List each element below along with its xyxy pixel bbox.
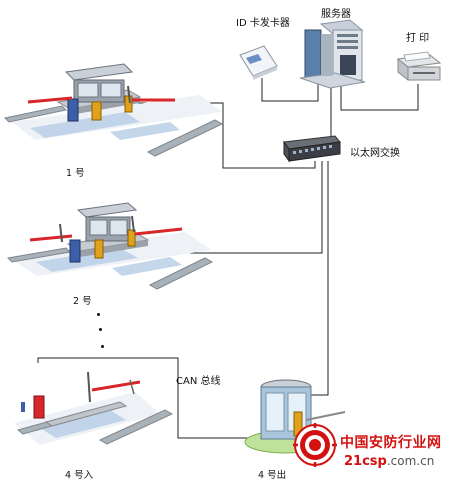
station-2-illustration [6,202,214,290]
id-card-issuer-label: ID 卡发卡器 [236,18,290,29]
id-card-reader-icon [239,45,278,80]
watermark-domain-main: 21csp [344,454,387,469]
can-bus-label: CAN 总线 [176,376,221,387]
watermark-domain-tld: .com.cn [386,454,435,468]
wire-server-to-printer [340,84,419,111]
watermark-site-name: 中国安防行业网 [340,435,442,451]
station-4-entry-illustration [14,371,174,445]
station-4-in-label: 4 号入 [65,470,94,481]
ethernet-switch-label: 以太网交换 [350,148,400,159]
ellipsis-dot [101,345,104,348]
wire-id-reader-to-server [261,78,319,102]
server-label: 服务器 [321,9,351,20]
station-1-illustration [3,63,224,157]
watermark-domain: 21csp.com.cn [344,454,434,469]
ethernet-switch-icon [283,135,341,163]
wire-station2-to-switch [190,161,323,254]
station-1-label: 1 号 [66,168,85,179]
ellipsis-dot [97,313,100,316]
wire-switch-to-station4-out [305,161,329,396]
printer-label: 打 印 [406,33,430,44]
ellipsis-dot [99,328,102,331]
station-4-out-label: 4 号出 [258,470,287,481]
server-icon [299,19,366,89]
watermark-logo [293,423,337,467]
printer-icon [396,51,442,82]
wire-can-bus [37,357,264,439]
station-2-label: 2 号 [73,296,92,307]
